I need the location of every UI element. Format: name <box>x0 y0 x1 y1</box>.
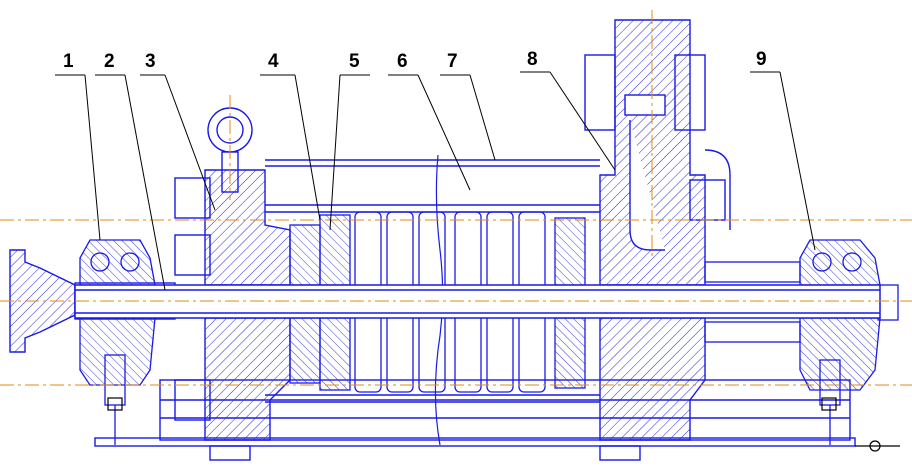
discharge-casing <box>584 19 731 441</box>
leader-lines <box>55 71 816 291</box>
callout-5: 5 <box>349 51 360 72</box>
callout-7: 7 <box>447 51 458 72</box>
callout-3: 3 <box>145 51 156 72</box>
base-frame <box>94 379 856 461</box>
callout-6: 6 <box>397 51 408 72</box>
callout-4: 4 <box>268 51 279 72</box>
callout-2: 2 <box>104 51 115 72</box>
left-bearing-housing <box>79 239 156 445</box>
callout-9: 9 <box>756 49 767 70</box>
right-bearing-housing <box>704 239 899 445</box>
suction-casing <box>174 107 291 441</box>
fittings <box>107 397 900 452</box>
callout-1: 1 <box>63 51 74 72</box>
callout-8: 8 <box>527 49 538 70</box>
